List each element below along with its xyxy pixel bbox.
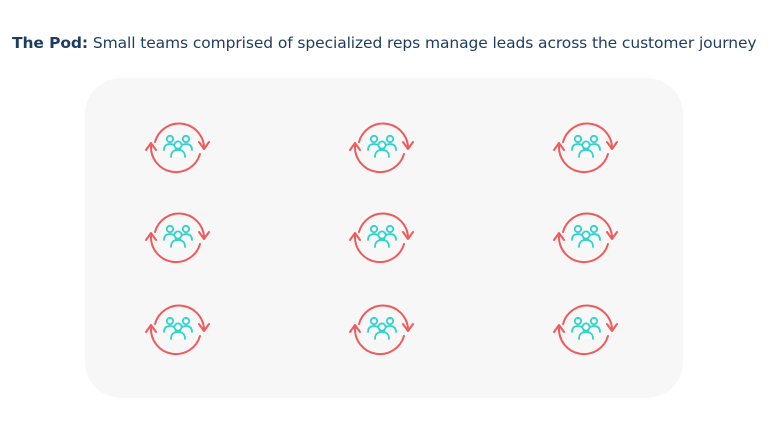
team-cycle-icon	[342, 293, 422, 363]
team-cycle-icon	[546, 111, 626, 181]
page-title: The Pod: Small teams comprised of specia…	[12, 34, 757, 52]
team-cycle-icon	[138, 201, 218, 271]
title-text: Small teams comprised of specialized rep…	[92, 34, 757, 52]
team-cycle-icon	[342, 201, 422, 271]
team-cycle-icon	[342, 111, 422, 181]
team-cycle-icon	[138, 111, 218, 181]
team-cycle-icon	[138, 293, 218, 363]
title-label: The Pod:	[12, 34, 89, 52]
team-cycle-icon	[546, 293, 626, 363]
team-cycle-icon	[546, 201, 626, 271]
